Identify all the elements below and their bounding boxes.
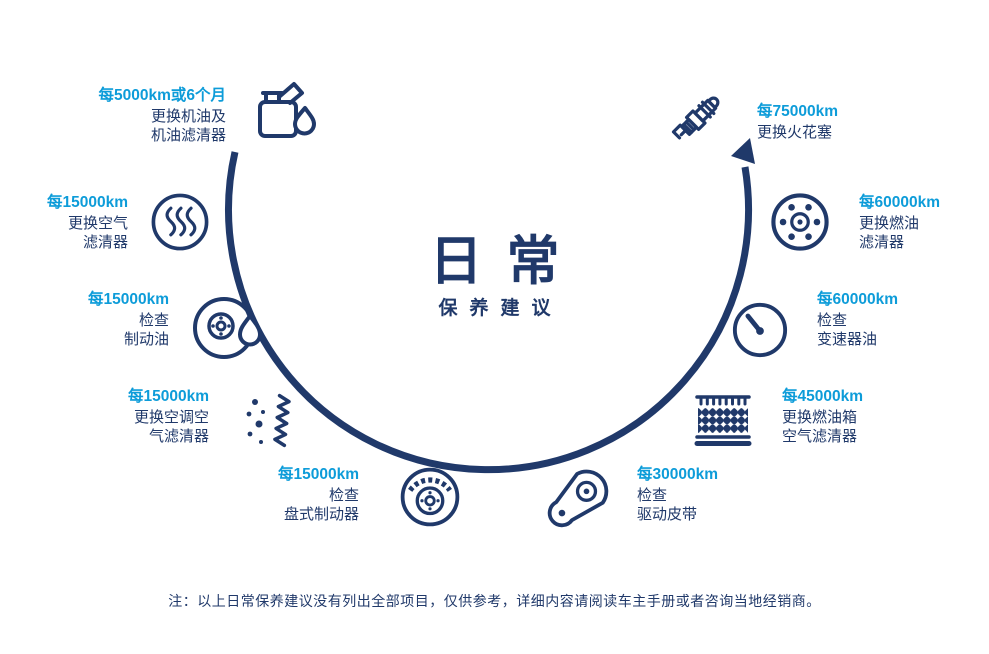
- oil-can-icon: [258, 82, 316, 138]
- desc-line: 制动油: [123, 331, 169, 348]
- desc-line: 空气滤清器: [782, 428, 858, 445]
- spark-plug-icon: [671, 96, 720, 140]
- interval-label: 每30000km: [637, 466, 719, 483]
- disclaimer-note: 注：以上日常保养建议没有列出全部项目，仅供参考，详细内容请阅读车主手册或者咨询当…: [168, 593, 821, 609]
- page-subtitle: 保养建议: [438, 298, 563, 319]
- desc-line: 更换火花塞: [757, 124, 833, 141]
- interval-label: 每5000km或6个月: [98, 87, 226, 104]
- desc-line: 更换空调空: [133, 409, 209, 426]
- fuel-filter-icon: [771, 193, 829, 251]
- item-fuel-filter: 每60000km 更换燃油 滤清器: [859, 193, 940, 252]
- item-fuel-tank-air-filter: 每45000km 更换燃油箱 空气滤清器: [782, 387, 863, 446]
- item-brake-fluid: 每15000km 检查 制动油: [88, 290, 169, 349]
- drive-belt-icon: [547, 469, 609, 528]
- desc-line: 滤清器: [859, 234, 905, 251]
- item-air-filter: 每15000km 更换空气 滤清器: [47, 193, 128, 252]
- desc-line: 检查: [637, 487, 668, 504]
- fuel-tank-filter-icon: [694, 395, 752, 446]
- interval-label: 每60000km: [817, 291, 899, 308]
- desc-line: 盘式制动器: [283, 506, 359, 523]
- desc-line: 更换空气: [67, 215, 128, 232]
- interval-label: 每15000km: [87, 291, 169, 308]
- interval-label: 每60000km: [859, 194, 941, 211]
- desc-line: 气滤清器: [148, 428, 209, 445]
- interval-label: 每15000km: [46, 194, 128, 211]
- air-filter-icon: [151, 193, 209, 251]
- page-title: 日常: [429, 232, 584, 291]
- interval-label: 每15000km: [277, 466, 359, 483]
- desc-line: 检查: [328, 487, 359, 504]
- brake-fluid-icon: [193, 297, 262, 359]
- desc-line: 更换燃油箱: [782, 409, 858, 426]
- item-disc-brake: 每15000km 检查 盘式制动器: [278, 465, 359, 524]
- interval-label: 每15000km: [127, 388, 209, 405]
- item-spark-plug: 每75000km 更换火花塞: [757, 102, 838, 142]
- item-transmission-oil: 每60000km 检查 变速器油: [817, 290, 898, 349]
- interval-label: 每45000km: [782, 388, 864, 405]
- disc-brake-icon: [400, 467, 460, 527]
- desc-line: 检查: [138, 312, 169, 329]
- interval-label: 每75000km: [757, 103, 839, 120]
- item-engine-oil: 每5000km或6个月 更换机油及 机油滤清器: [98, 86, 226, 145]
- desc-line: 滤清器: [82, 234, 128, 251]
- desc-line: 机油滤清器: [150, 127, 226, 144]
- gauge-icon: [732, 302, 788, 358]
- desc-line: 检查: [817, 312, 848, 329]
- desc-line: 驱动皮带: [637, 506, 698, 523]
- item-drive-belt: 每30000km 检查 驱动皮带: [637, 465, 718, 524]
- item-cabin-filter: 每15000km 更换空调空 气滤清器: [128, 387, 209, 446]
- desc-line: 更换燃油: [859, 215, 920, 232]
- desc-line: 变速器油: [817, 331, 878, 348]
- desc-line: 更换机油及: [150, 108, 226, 125]
- cabin-filter-icon: [246, 393, 291, 448]
